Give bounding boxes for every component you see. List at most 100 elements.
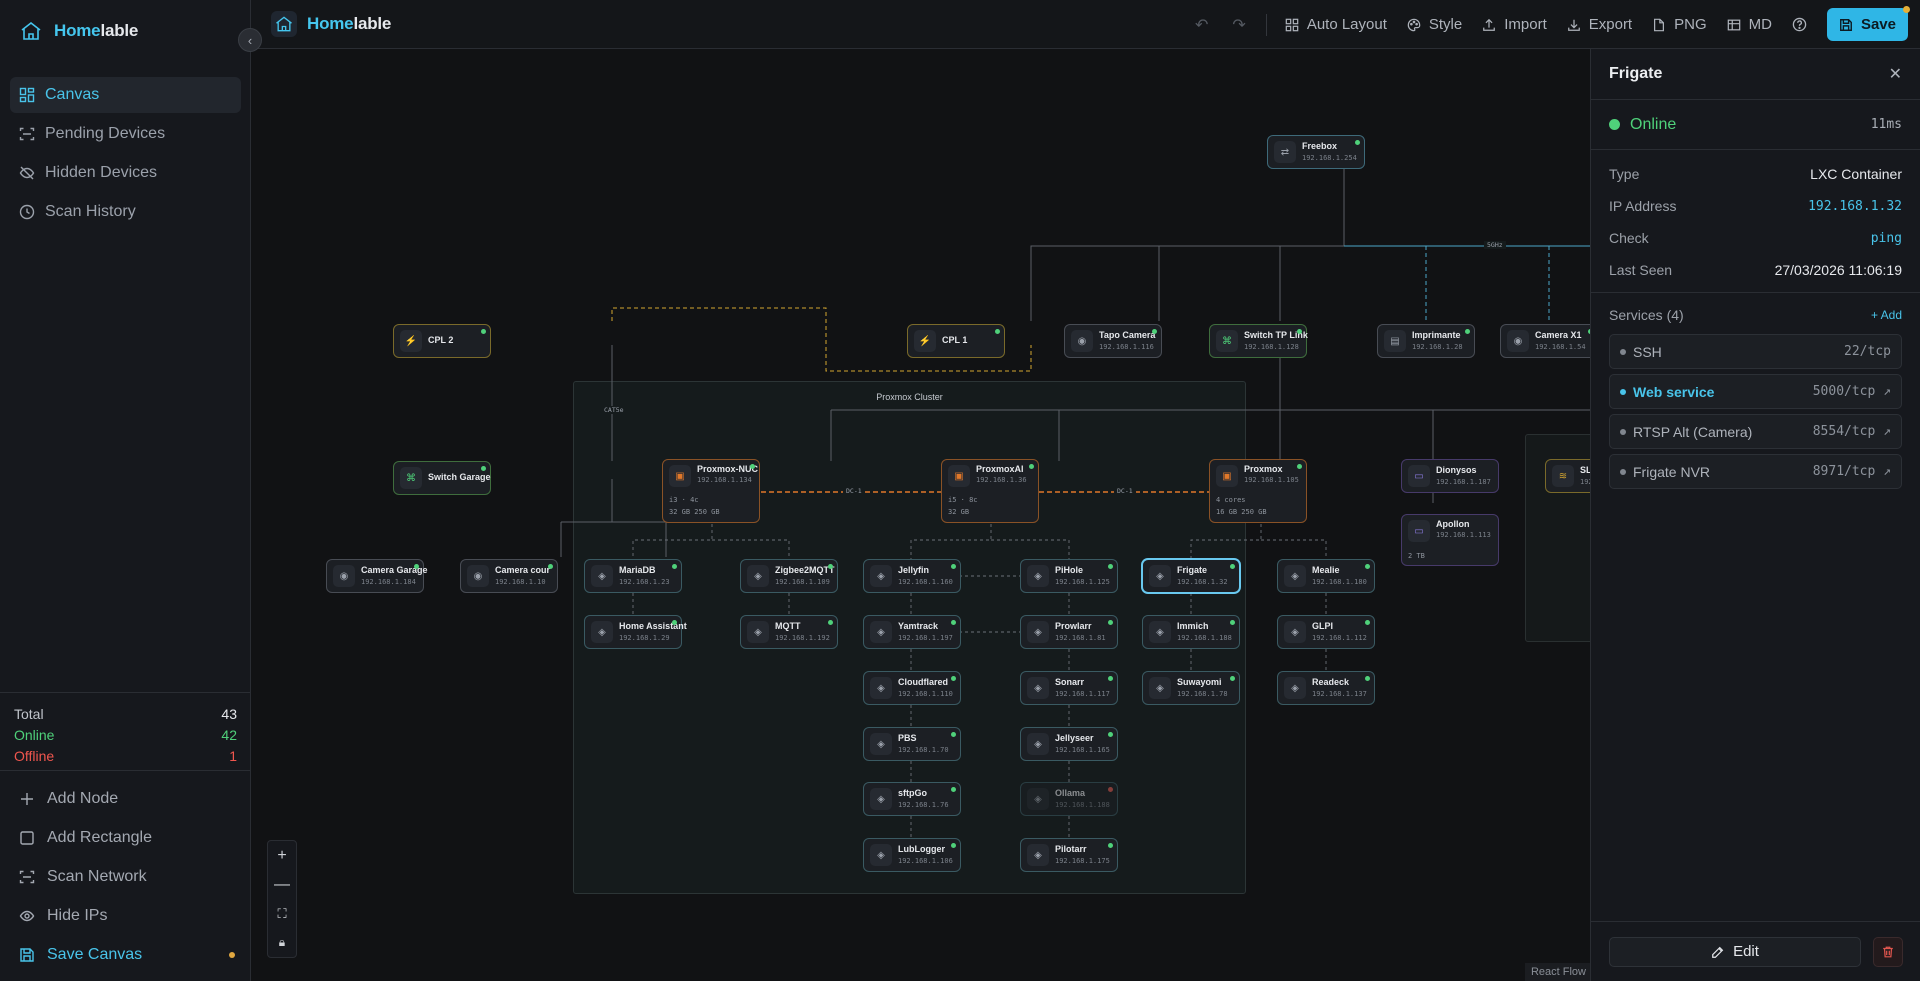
status-dot <box>1108 843 1113 848</box>
nav-scan-history[interactable]: Scan History <box>10 194 241 230</box>
external-link-icon[interactable]: ↗ <box>1883 464 1891 479</box>
status-badge: Online <box>1609 116 1676 134</box>
add-node-button[interactable]: Add Node <box>10 779 241 818</box>
import-button[interactable]: Import <box>1472 8 1557 41</box>
service-item[interactable]: SSH 22/tcp <box>1609 334 1902 369</box>
container-icon: ◈ <box>1149 677 1171 699</box>
plug-icon: ⚡ <box>914 330 936 352</box>
delete-button[interactable] <box>1873 936 1903 967</box>
save-canvas-button[interactable]: Save Canvas <box>10 935 241 974</box>
service-item[interactable]: Web service 5000/tcp ↗ <box>1609 374 1902 409</box>
clock-icon <box>19 204 35 220</box>
edit-button[interactable]: Edit <box>1609 936 1861 967</box>
scan-network-button[interactable]: Scan Network <box>10 857 241 896</box>
cpu-spec: 4 cores <box>1216 496 1246 504</box>
container-icon: ◈ <box>747 621 769 643</box>
service-item[interactable]: RTSP Alt (Camera) 8554/tcp ↗ <box>1609 414 1902 449</box>
latency: 11ms <box>1870 117 1902 132</box>
brand[interactable]: Homelable <box>18 18 138 44</box>
service-item[interactable]: Frigate NVR 8971/tcp ↗ <box>1609 454 1902 489</box>
external-link-icon[interactable]: ↗ <box>1883 424 1891 439</box>
undo-button[interactable]: ↶ <box>1183 8 1220 41</box>
auto-layout-button[interactable]: Auto Layout <box>1275 8 1397 41</box>
plus-icon <box>21 792 33 805</box>
style-button[interactable]: Style <box>1397 8 1472 41</box>
zoom-out-button[interactable]: — <box>268 870 296 899</box>
redo-button[interactable]: ↷ <box>1220 8 1257 41</box>
help-button[interactable] <box>1782 8 1817 41</box>
png-button[interactable]: PNG <box>1642 8 1717 41</box>
container-icon: ◈ <box>870 788 892 810</box>
save-button[interactable]: Save <box>1826 6 1910 41</box>
edge-label: DC-1 <box>1114 487 1136 495</box>
node-cpl-2[interactable]: ⚡ CPL 2 <box>393 324 491 358</box>
container-icon: ◈ <box>591 621 613 643</box>
edit-icon <box>1712 946 1724 958</box>
nav-canvas[interactable]: Canvas <box>10 77 241 113</box>
export-button[interactable]: Export <box>1557 8 1642 41</box>
node-switch-garage[interactable]: ⌘ Switch Garage <box>393 461 491 495</box>
add-service-button[interactable]: + Add <box>1870 308 1902 322</box>
camera-icon: ◉ <box>467 565 489 587</box>
external-link-icon[interactable]: ↗ <box>1883 384 1891 399</box>
status-dot <box>1230 620 1235 625</box>
network-canvas[interactable]: Proxmox Cluster <box>251 49 1590 981</box>
lock-button[interactable]: 🔒︎ <box>268 928 296 957</box>
node-cpl-1[interactable]: ⚡ CPL 1 <box>907 324 1005 358</box>
grid-icon <box>19 87 35 103</box>
collapse-sidebar-button[interactable]: ‹ <box>238 28 262 52</box>
zoom-in-button[interactable]: + <box>268 841 296 870</box>
fit-view-button[interactable]: ⛶ <box>268 899 296 928</box>
nav-pending-devices[interactable]: Pending Devices <box>10 116 241 152</box>
close-icon[interactable]: ✕ <box>1888 66 1902 83</box>
nav-hidden-devices[interactable]: Hidden Devices <box>10 155 241 191</box>
node-sl[interactable]: ≋ SL192 <box>1545 459 1590 493</box>
status-dot <box>1465 329 1470 334</box>
edge-label: CAT5e <box>601 406 627 414</box>
container-icon: ◈ <box>870 621 892 643</box>
hide-ips-button[interactable]: Hide IPs <box>10 896 241 935</box>
md-button[interactable]: MD <box>1717 8 1782 41</box>
react-flow-attribution[interactable]: React Flow <box>1524 963 1590 981</box>
add-rectangle-button[interactable]: Add Rectangle <box>10 818 241 857</box>
nav-label: Canvas <box>45 86 100 103</box>
